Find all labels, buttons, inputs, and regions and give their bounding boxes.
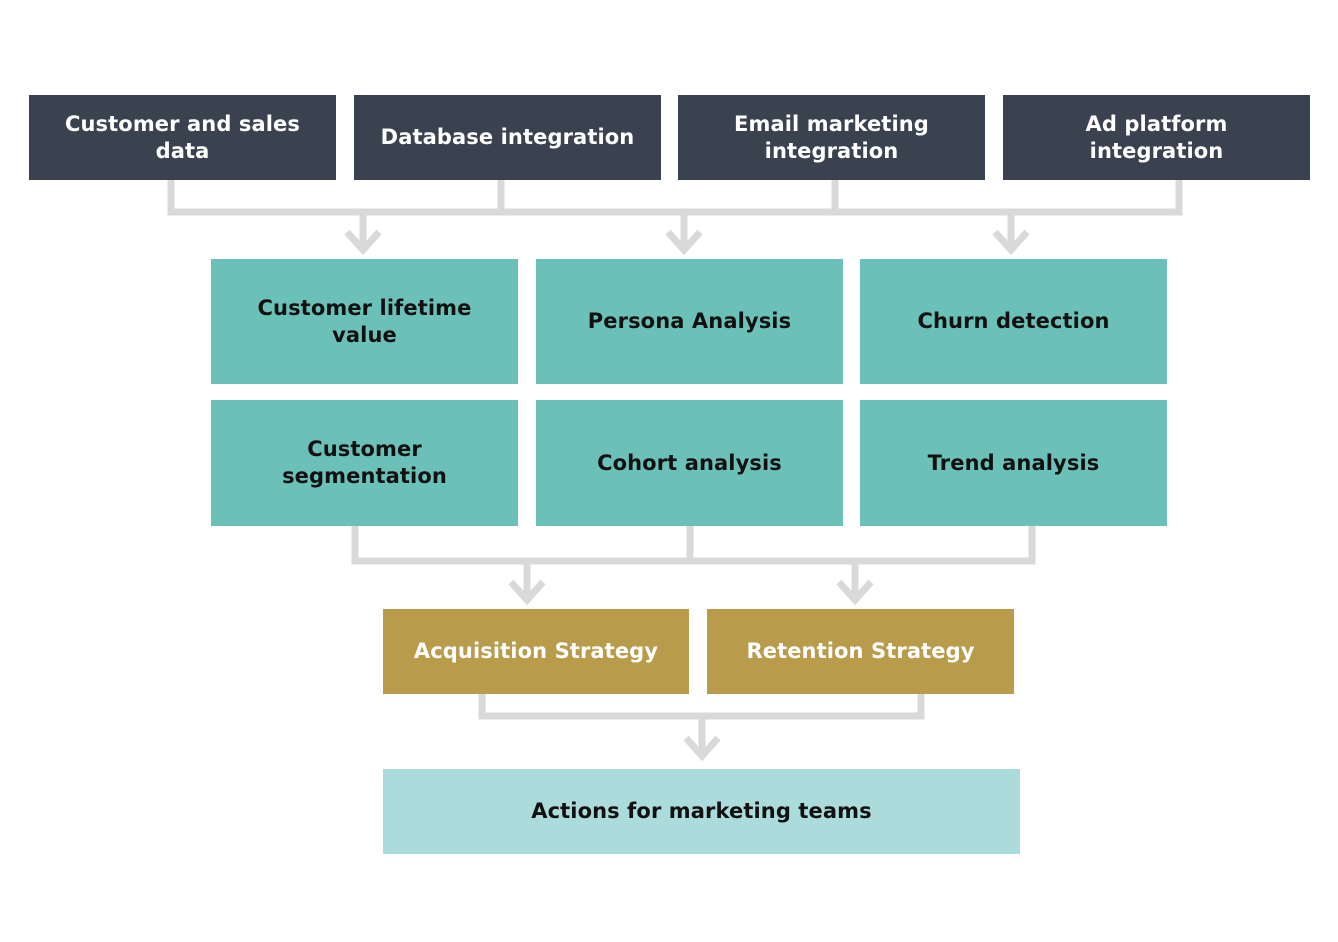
source-customer-sales-data: Customer and sales data: [29, 95, 336, 180]
analysis-label: Persona Analysis: [587, 309, 792, 333]
strategy-acquisition: Acquisition Strategy: [383, 609, 689, 694]
analysis-cohort: Cohort analysis: [536, 400, 843, 526]
source-email-marketing-integration: Email marketing integration: [678, 95, 985, 180]
source-ad-platform-integration: Ad platform integration: [1003, 95, 1310, 180]
source-label: Email marketing integration: [734, 111, 929, 163]
analysis-customer-lifetime-value: Customer lifetime value: [211, 259, 518, 384]
connector-sources-bus: [167, 180, 1183, 216]
strategy-label: Acquisition Strategy: [413, 639, 659, 663]
analysis-label: Cohort analysis: [597, 450, 782, 475]
actions-for-marketing-teams: Actions for marketing teams: [383, 769, 1020, 854]
arrow-head-1: [344, 229, 382, 256]
arrow-head-2: [665, 229, 703, 256]
arrow-head-6: [683, 735, 721, 762]
arrow-head-5: [836, 579, 874, 606]
analysis-customer-segmentation: Customer segmentation: [211, 400, 518, 526]
analysis-churn-detection: Churn detection: [860, 259, 1167, 384]
arrow-head-3: [992, 229, 1030, 256]
source-label: Ad platform integration: [1085, 111, 1228, 163]
actions-label: Actions for marketing teams: [531, 799, 872, 823]
analysis-persona: Persona Analysis: [536, 259, 843, 384]
connector-strategies-bus: [478, 694, 925, 720]
source-label: Database integration: [380, 125, 635, 149]
analysis-label: Customer segmentation: [282, 437, 447, 488]
arrow-head-4: [508, 579, 546, 606]
analysis-label: Customer lifetime value: [257, 295, 472, 347]
strategy-label: Retention Strategy: [746, 639, 975, 663]
analysis-trend: Trend analysis: [860, 400, 1167, 526]
analysis-label: Trend analysis: [927, 450, 1100, 475]
analysis-label: Churn detection: [917, 309, 1110, 333]
strategy-retention: Retention Strategy: [707, 609, 1014, 694]
source-label: Customer and sales data: [65, 111, 300, 163]
source-database-integration: Database integration: [354, 95, 661, 180]
